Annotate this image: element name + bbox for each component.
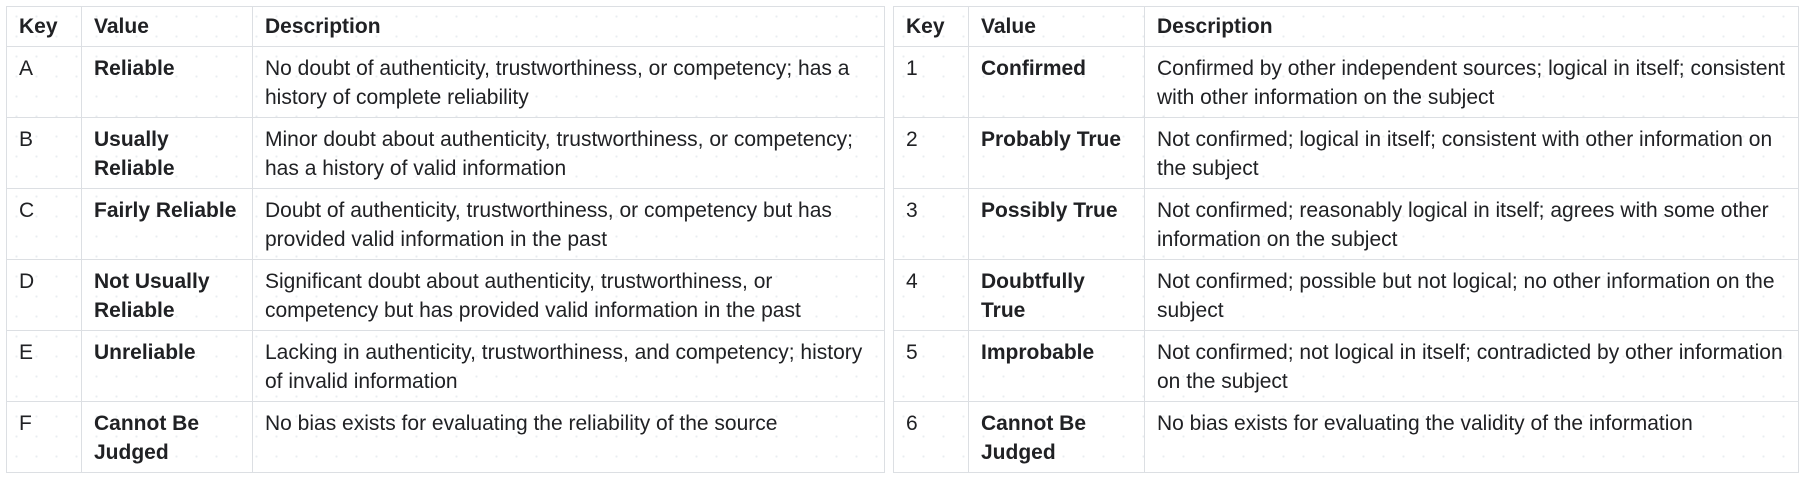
table-row: 5 Improbable Not confirmed; not logical … (893, 330, 1799, 402)
cell-description: No bias exists for evaluating the validi… (1144, 401, 1799, 473)
table-row: 4 Doubtfully True Not confirmed; possibl… (893, 259, 1799, 331)
cell-key: 5 (893, 330, 969, 402)
cell-value: Confirmed (968, 46, 1145, 118)
cell-value: Probably True (968, 117, 1145, 189)
cell-key: 4 (893, 259, 969, 331)
table-row: 1 Confirmed Confirmed by other independe… (893, 46, 1799, 118)
header-value: Value (81, 6, 253, 47)
source-reliability-table: Key Value Description A Reliable No doub… (6, 6, 885, 473)
cell-description: Doubt of authenticity, trustworthiness, … (252, 188, 885, 260)
cell-description: Significant doubt about authenticity, tr… (252, 259, 885, 331)
cell-key: D (6, 259, 82, 331)
cell-key: 1 (893, 46, 969, 118)
cell-key: 6 (893, 401, 969, 473)
cell-description: Not confirmed; reasonably logical in its… (1144, 188, 1799, 260)
table-row: 6 Cannot Be Judged No bias exists for ev… (893, 401, 1799, 473)
cell-value: Cannot Be Judged (81, 401, 253, 473)
cell-key: 2 (893, 117, 969, 189)
table-header-row: Key Value Description (893, 6, 1799, 47)
cell-key: 3 (893, 188, 969, 260)
tables-container: Key Value Description A Reliable No doub… (6, 6, 1799, 473)
cell-value: Unreliable (81, 330, 253, 402)
cell-key: F (6, 401, 82, 473)
header-key: Key (893, 6, 969, 47)
cell-description: No doubt of authenticity, trustworthines… (252, 46, 885, 118)
cell-value: Doubtfully True (968, 259, 1145, 331)
cell-description: Lacking in authenticity, trustworthiness… (252, 330, 885, 402)
cell-value: Improbable (968, 330, 1145, 402)
table-row: F Cannot Be Judged No bias exists for ev… (6, 401, 885, 473)
table-row: E Unreliable Lacking in authenticity, tr… (6, 330, 885, 402)
table-row: 3 Possibly True Not confirmed; reasonabl… (893, 188, 1799, 260)
cell-value: Usually Reliable (81, 117, 253, 189)
information-credibility-table: Key Value Description 1 Confirmed Confir… (893, 6, 1799, 473)
cell-key: A (6, 46, 82, 118)
cell-key: B (6, 117, 82, 189)
cell-value: Fairly Reliable (81, 188, 253, 260)
cell-key: C (6, 188, 82, 260)
header-description: Description (252, 6, 885, 47)
table-row: 2 Probably True Not confirmed; logical i… (893, 117, 1799, 189)
table-row: B Usually Reliable Minor doubt about aut… (6, 117, 885, 189)
cell-description: No bias exists for evaluating the reliab… (252, 401, 885, 473)
cell-description: Not confirmed; not logical in itself; co… (1144, 330, 1799, 402)
cell-description: Minor doubt about authenticity, trustwor… (252, 117, 885, 189)
cell-value: Cannot Be Judged (968, 401, 1145, 473)
cell-description: Not confirmed; possible but not logical;… (1144, 259, 1799, 331)
table-header-row: Key Value Description (6, 6, 885, 47)
cell-value: Not Usually Reliable (81, 259, 253, 331)
cell-description: Confirmed by other independent sources; … (1144, 46, 1799, 118)
table-row: D Not Usually Reliable Significant doubt… (6, 259, 885, 331)
header-description: Description (1144, 6, 1799, 47)
header-key: Key (6, 6, 82, 47)
cell-description: Not confirmed; logical in itself; consis… (1144, 117, 1799, 189)
cell-key: E (6, 330, 82, 402)
cell-value: Reliable (81, 46, 253, 118)
table-row: A Reliable No doubt of authenticity, tru… (6, 46, 885, 118)
header-value: Value (968, 6, 1145, 47)
table-row: C Fairly Reliable Doubt of authenticity,… (6, 188, 885, 260)
cell-value: Possibly True (968, 188, 1145, 260)
